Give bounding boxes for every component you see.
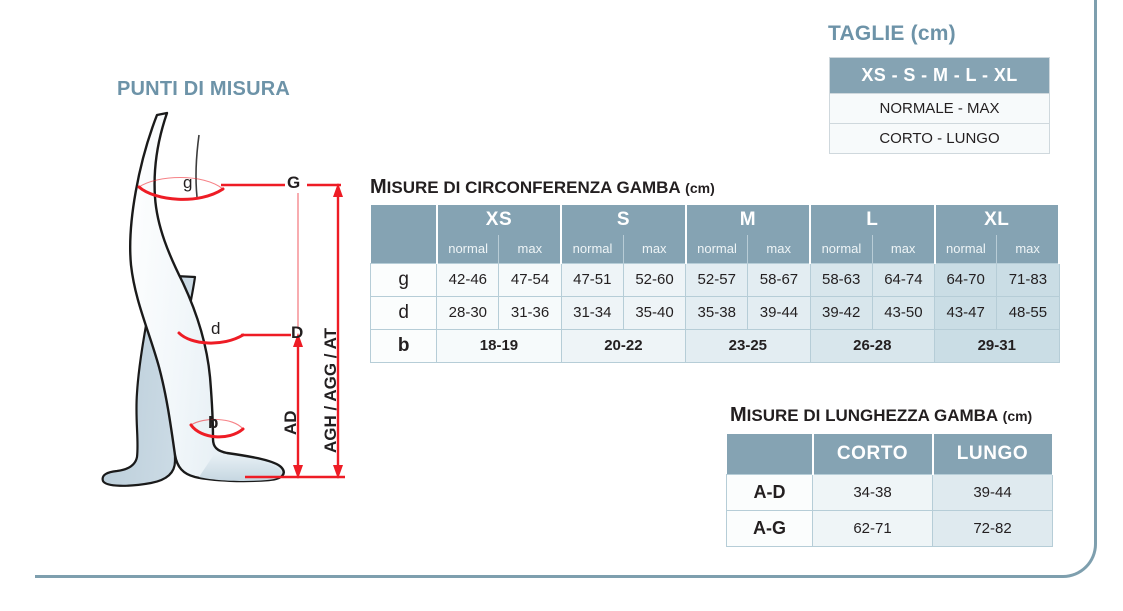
table-row: A-G 62-71 72-82: [726, 509, 1053, 547]
cell: 64-74: [871, 262, 936, 297]
cell: 43-50: [871, 295, 936, 330]
table-subheader-row: normal max normal max normal max normal …: [371, 235, 1061, 263]
sizes-header-cell: XS - S - M - L - XL: [829, 57, 1050, 94]
label-ankle-b: b: [208, 413, 219, 432]
size-header-xs: XS: [436, 205, 563, 235]
row-label-a-g: A-G: [726, 509, 813, 547]
table-row: g 42-46 47-54 47-51 52-60 52-57 58-67 58…: [369, 262, 1060, 297]
cell: 35-40: [622, 295, 687, 330]
cell: 47-51: [560, 262, 624, 297]
corner-cell: [726, 434, 814, 474]
cell: 31-34: [560, 295, 624, 330]
sizes-row-normale-max: NORMALE - MAX: [829, 93, 1050, 124]
row-label-a-d: A-D: [726, 473, 813, 511]
table-row: A-D 34-38 39-44: [726, 473, 1053, 511]
row-label-b: b: [369, 328, 438, 363]
cell: 47-54: [498, 262, 562, 297]
title-unit: (cm): [685, 180, 715, 196]
marker-d: D: [291, 323, 304, 342]
subheader-max: max: [498, 235, 563, 263]
size-header-xl: XL: [934, 205, 1061, 235]
cell: 34-38: [812, 473, 933, 511]
cell: 28-30: [436, 295, 500, 330]
table-header-row: CORTO LUNGO: [726, 434, 1054, 474]
size-header-m: M: [685, 205, 812, 235]
size-header-l: L: [810, 205, 936, 235]
title-main: ISURE DI LUNGHEZZA GAMBA: [746, 406, 999, 425]
cell: 26-28: [809, 328, 936, 363]
label-ad: AD: [281, 410, 300, 435]
cell: 42-46: [436, 262, 500, 297]
table-row: XS - S - M - L - XL: [829, 57, 1050, 94]
cell: 58-67: [747, 262, 811, 297]
cell: 58-63: [809, 262, 873, 297]
subheader-max: max: [747, 235, 812, 263]
cell: 64-70: [934, 262, 998, 297]
subheader-normal: normal: [561, 235, 624, 263]
table-row: CORTO - LUNGO: [829, 123, 1050, 154]
label-thigh-g: g: [183, 173, 193, 192]
cell: 23-25: [685, 328, 811, 363]
subheader-normal: normal: [934, 235, 998, 263]
size-header-s: S: [561, 205, 687, 235]
table-row: d 28-30 31-36 31-34 35-40 35-38 39-44 39…: [369, 295, 1060, 330]
cell: 39-42: [809, 295, 873, 330]
marker-g: G: [287, 173, 301, 192]
subheader-max: max: [996, 235, 1061, 263]
subheader-normal: normal: [810, 235, 873, 263]
row-label-g: g: [369, 262, 438, 297]
cell: 62-71: [812, 509, 933, 547]
cell: 72-82: [932, 509, 1053, 547]
length-header-corto: CORTO: [812, 434, 934, 474]
measurement-points-title: PUNTI DI MISURA: [117, 78, 290, 100]
cell: 39-44: [932, 473, 1053, 511]
subheader-max: max: [623, 235, 687, 263]
length-table: CORTO LUNGO A-D 34-38 39-44 A-G 62-71 72…: [726, 434, 1054, 547]
cell: 52-60: [622, 262, 687, 297]
cell: 43-47: [934, 295, 998, 330]
cell: 48-55: [996, 295, 1060, 330]
leg-diagram: g d b G D AD AGH / AGG / AT: [95, 105, 360, 495]
sizes-row-corto-lungo: CORTO - LUNGO: [829, 123, 1050, 154]
label-calf-d: d: [211, 319, 221, 338]
sizes-box-table: XS - S - M - L - XL NORMALE - MAX CORTO …: [829, 57, 1050, 154]
title-initial: M: [370, 176, 387, 198]
table-header-row: XS S M L XL: [370, 205, 1061, 263]
circumference-table: XS S M L XL normal max normal max normal…: [369, 205, 1061, 363]
cell: 29-31: [934, 328, 1060, 363]
title-unit: (cm): [1002, 408, 1033, 424]
table-row: b 18-19 20-22 23-25 26-28 29-31: [369, 328, 1060, 363]
cell: 71-83: [996, 262, 1060, 297]
cell: 39-44: [747, 295, 811, 330]
cell: 20-22: [560, 328, 687, 363]
sizes-box-title: TAGLIE (cm): [828, 22, 956, 45]
title-initial: M: [730, 404, 747, 426]
cell: 18-19: [436, 328, 562, 363]
corner-cell: [370, 205, 438, 263]
subheader-normal: normal: [436, 235, 500, 263]
title-main: ISURE DI CIRCONFERENZA GAMBA: [386, 178, 681, 197]
cell: 31-36: [498, 295, 562, 330]
length-header-lungo: LUNGO: [932, 434, 1054, 474]
length-table-title: MISURE DI LUNGHEZZA GAMBA (cm): [730, 404, 1032, 427]
cell: 35-38: [685, 295, 749, 330]
circumference-table-title: MISURE DI CIRCONFERENZA GAMBA (cm): [370, 176, 715, 199]
subheader-normal: normal: [685, 235, 749, 263]
label-agh-agg-at: AGH / AGG / AT: [321, 328, 340, 453]
table-row: NORMALE - MAX: [829, 93, 1050, 124]
cell: 52-57: [685, 262, 749, 297]
subheader-max: max: [872, 235, 936, 263]
row-label-d: d: [369, 295, 438, 330]
